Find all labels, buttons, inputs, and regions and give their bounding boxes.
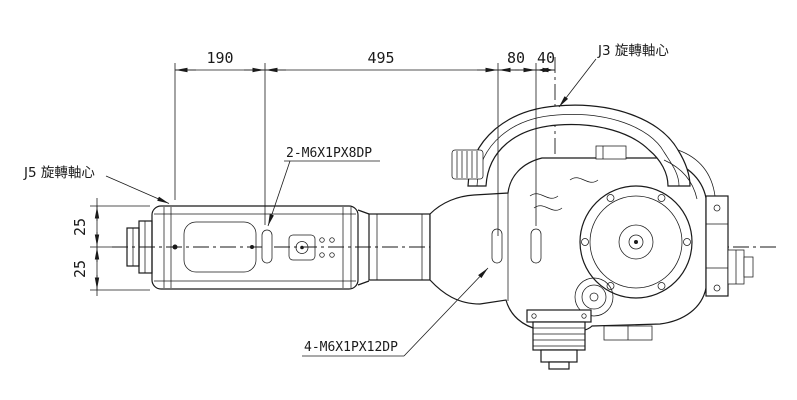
connecting-tube — [357, 209, 431, 286]
conduit-clamp — [595, 145, 627, 160]
dim-40: 40 — [537, 49, 555, 67]
gear-housing — [574, 277, 614, 317]
j5-hole — [172, 244, 178, 250]
tap-slot-4m6-b — [530, 228, 542, 264]
cable-conduit — [451, 104, 716, 200]
connector-stub — [743, 256, 754, 278]
leader-j5 — [105, 175, 170, 204]
tap-slot-2m6 — [261, 229, 273, 264]
cable-squiggle — [529, 193, 559, 199]
dimension-chain-left: 25 25 — [71, 198, 150, 296]
dim-25-lower: 25 — [71, 260, 89, 278]
forearm-housing — [151, 205, 359, 290]
dim-80: 80 — [507, 49, 525, 67]
dim-495: 495 — [367, 49, 394, 67]
right-bracket — [705, 195, 754, 297]
label-tap-4m6: 4-M6X1PX12DP — [304, 340, 398, 355]
label-tap-2m6: 2-M6X1PX8DP — [286, 146, 372, 161]
leader-tap-4m6 — [403, 267, 489, 357]
dimension-chain-top: 190 495 80 40 — [174, 49, 555, 236]
dim-25-upper: 25 — [71, 218, 89, 236]
bottom-motor — [526, 309, 592, 370]
callouts: J5 旋轉軸心 2-M6X1PX8DP J3 旋轉軸心 4-M6X1PX12DP — [23, 43, 669, 357]
elbow-and-main-body — [429, 157, 707, 341]
leader-j3 — [558, 58, 597, 108]
tap-slot-4m6 — [491, 228, 503, 264]
leader-tap-2m6 — [267, 160, 291, 227]
access-panel — [183, 221, 257, 273]
cable-squiggle — [533, 205, 563, 211]
motor-cover-circles — [574, 185, 693, 317]
label-j5-axis: J5 旋轉軸心 — [23, 165, 95, 181]
label-j3-axis: J3 旋轉軸心 — [597, 43, 669, 59]
connector-block — [288, 234, 316, 261]
dim-190: 190 — [206, 49, 233, 67]
conduit-fitting — [451, 149, 484, 180]
cable-squiggle — [569, 177, 599, 183]
